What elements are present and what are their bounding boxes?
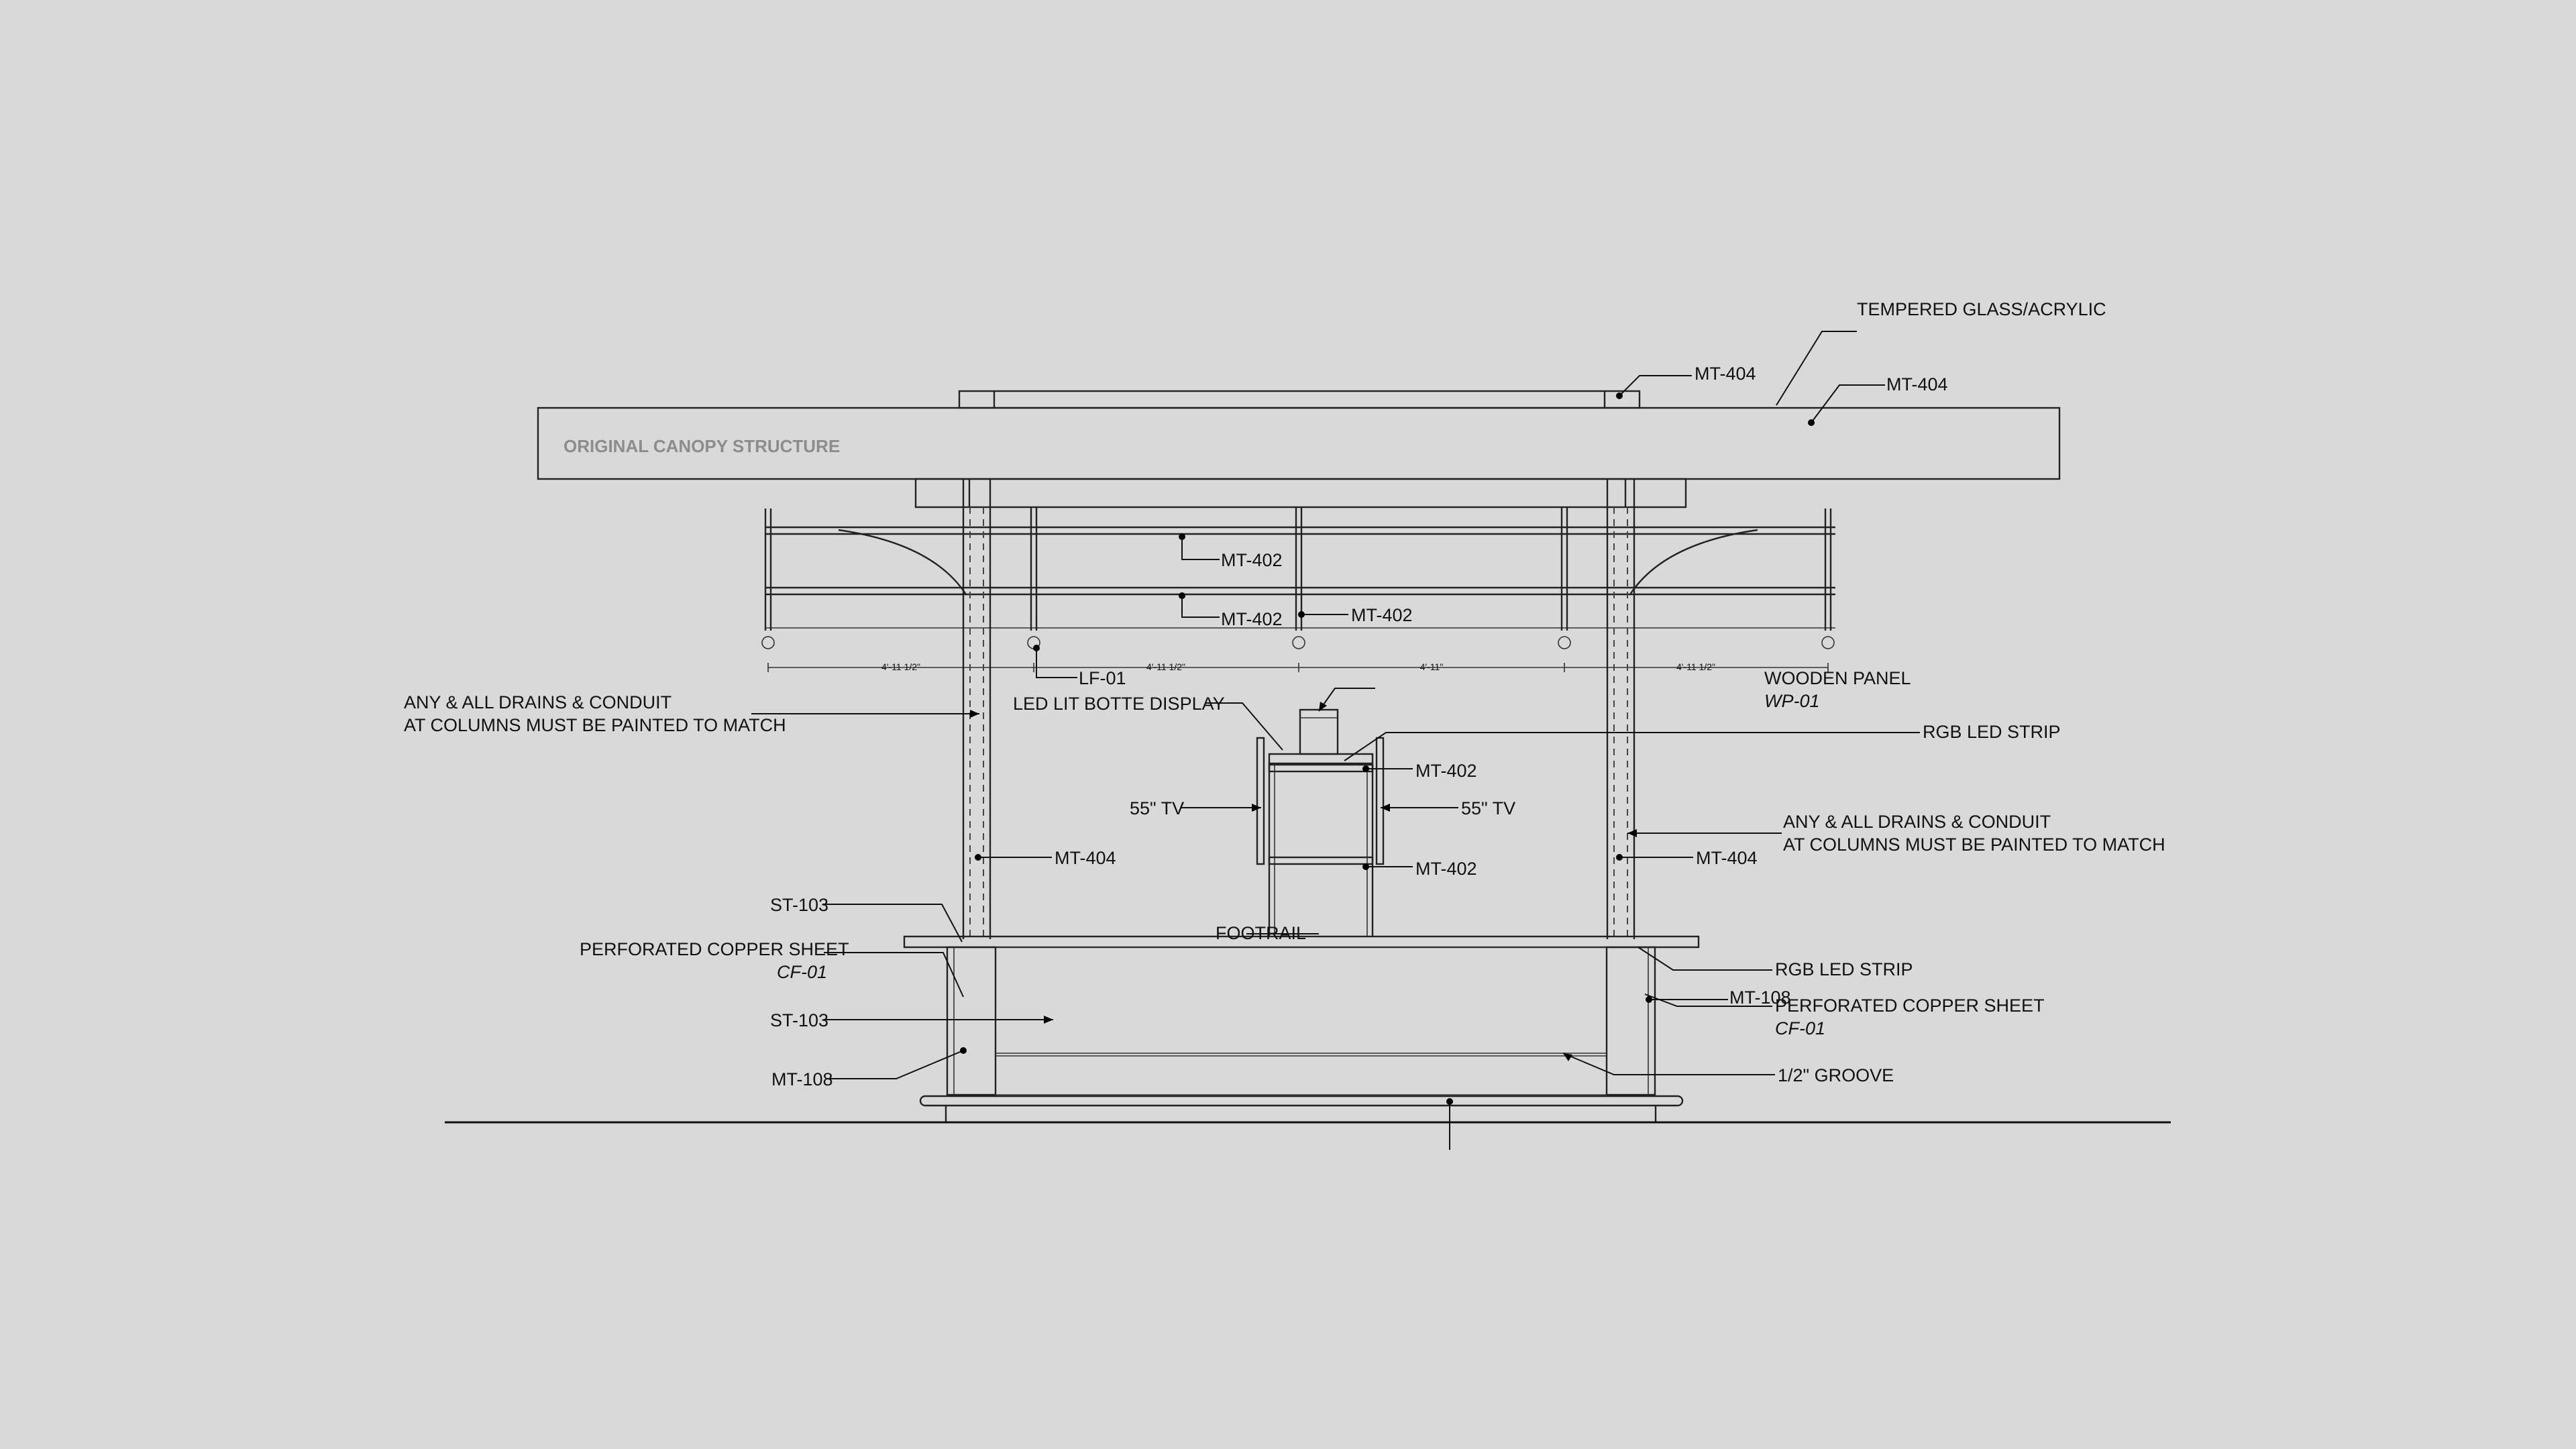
label-wooden-panel: WOODEN PANEL [1764,668,1911,688]
label-mt404-col-right: MT-404 [1696,848,1758,868]
label-drains-right-2: AT COLUMNS MUST BE PAINTED TO MATCH [1783,835,2165,855]
label-rgb-strip-top: RGB LED STRIP [1923,722,2061,742]
leader-lines [751,331,1920,1079]
label-mt404-canopy: MT-404 [1886,374,1948,394]
label-mt108-left: MT-108 [771,1069,833,1089]
dimension-text: 4'-11 1/2" [881,661,920,672]
label-mt402-upper: MT-402 [1221,550,1283,570]
label-perf-right: PERFORATED COPPER SHEET [1775,996,2045,1016]
dimension-string [767,663,1829,672]
dimension-text: 4'-11 1/2" [1146,661,1185,672]
label-perf-left: PERFORATED COPPER SHEET [580,939,849,959]
right-column [1606,479,1635,939]
label-mt108-right: MT-108 [1729,987,1791,1008]
label-mt404-top: MT-404 [1695,364,1756,384]
label-rgb-strip-bottom: RGB LED STRIP [1775,959,1913,979]
label-tv-left: 55" TV [1130,798,1184,818]
rail-post [1292,507,1305,649]
rail-frame [761,507,1835,649]
label-lf01: LF-01 [1079,668,1126,688]
rail-post [1821,508,1835,649]
label-tempered-glass: TEMPERED GLASS/ACRYLIC [1857,299,2106,319]
label-drains-right-1: ANY & ALL DRAINS & CONDUIT [1783,812,2051,832]
rail-post [761,508,775,649]
label-mt402-lower: MT-402 [1221,609,1283,629]
rail-post [1558,507,1571,649]
label-mt402-shelf-bottom: MT-402 [1415,859,1477,879]
canopy-label: ORIGINAL CANOPY STRUCTURE [564,436,840,456]
label-mt402-center: MT-402 [1351,605,1413,625]
bottle-display-unit [1256,708,1385,936]
label-mt404-col-left: MT-404 [1055,848,1116,868]
label-drains-left-2: AT COLUMNS MUST BE PAINTED TO MATCH [404,715,786,735]
dimension-text: 4'-11" [1420,661,1444,672]
label-st103-bottom: ST-103 [770,1010,828,1030]
label-mt402-shelf-top: MT-402 [1415,761,1477,781]
left-column [962,479,991,939]
label-led-display: LED LIT BOTTE DISPLAY [1013,694,1225,714]
label-tv-right: 55" TV [1461,798,1515,818]
label-cf01-right: CF-01 [1775,1018,1825,1038]
label-drains-left-1: ANY & ALL DRAINS & CONDUIT [404,692,672,712]
label-footrail: FOOTRAIL [1216,923,1306,943]
label-st103-top: ST-103 [770,895,828,915]
dimension-text: 4'-11 1/2" [1676,661,1715,672]
label-cf01-left: CF-01 [777,962,827,982]
label-wp01: WP-01 [1764,691,1820,711]
bar-counter [903,933,1700,1122]
label-groove: 1/2" GROOVE [1778,1065,1894,1085]
